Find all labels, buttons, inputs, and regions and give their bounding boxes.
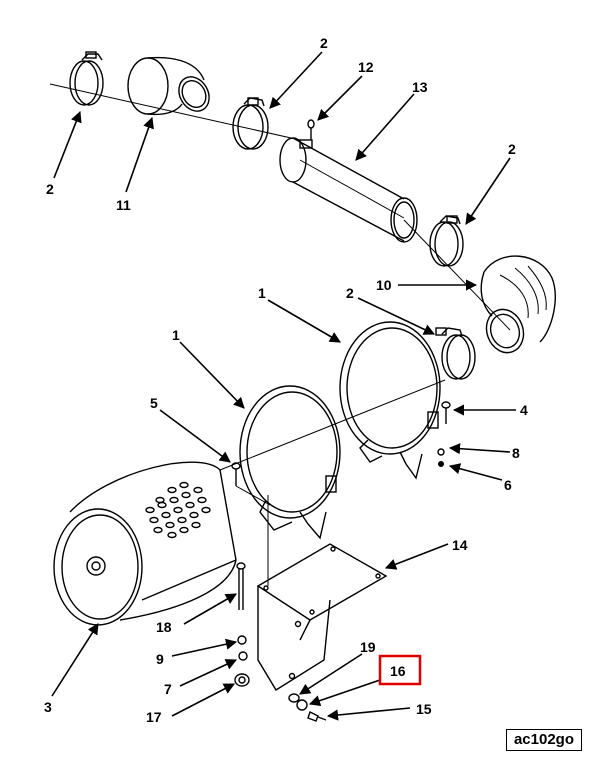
callout-1-lower: 1 (172, 327, 180, 343)
part-1-band-front (239, 385, 341, 540)
callout-6: 6 (504, 477, 512, 493)
part-14-mounting-bracket (256, 495, 388, 691)
part-7-nut (238, 651, 248, 661)
callout-2-top: 2 (320, 35, 328, 51)
callout-14: 14 (452, 537, 468, 553)
part-12-fitting (307, 119, 315, 140)
callout-7: 7 (164, 681, 172, 697)
centerline-upper (49, 83, 301, 141)
part-2-clamp-right (429, 215, 464, 267)
callout-9: 9 (156, 651, 164, 667)
callout-8: 8 (512, 445, 520, 461)
highlight-box (378, 654, 422, 686)
part-18-bolt (236, 562, 246, 610)
callout-1-upper: 1 (258, 285, 266, 301)
callout-19: 19 (360, 639, 376, 655)
callout-2-lower: 2 (346, 285, 354, 301)
callout-labels: 2 11 2 12 13 2 10 1 2 1 5 4 8 6 3 14 18 … (44, 35, 528, 725)
figure-code-label: ac102go (506, 729, 582, 751)
part-4-screw (441, 401, 451, 424)
part-10-elbow (480, 255, 556, 354)
callout-12: 12 (358, 59, 374, 75)
part-2-clamp-lower (435, 327, 476, 380)
leader-lines (51, 51, 516, 721)
callout-2-right: 2 (508, 141, 516, 157)
callout-5: 5 (150, 395, 158, 411)
part-13-intake-pipe (279, 137, 418, 243)
part-3-air-cleaner (53, 461, 237, 626)
part-5-screw (231, 462, 271, 506)
part-16-washer (296, 699, 308, 711)
callout-17: 17 (146, 709, 162, 725)
vent-holes (145, 481, 211, 539)
callout-13: 13 (412, 79, 428, 95)
part-8-washer (437, 448, 445, 456)
part-15-bolt (307, 711, 327, 722)
part-17-isolator (234, 673, 250, 687)
part-1-band-rear (339, 321, 441, 480)
part-19-spacer (288, 693, 300, 703)
part-6-nut (438, 461, 444, 467)
centerline-mid (403, 219, 511, 331)
callout-2-left: 2 (46, 181, 54, 197)
part-11-hose-elbow (127, 56, 210, 116)
callout-4: 4 (520, 402, 528, 418)
callout-18: 18 (156, 619, 172, 635)
callout-16: 16 (390, 663, 406, 679)
part-2-clamp-left (69, 51, 104, 106)
part-9-washer (237, 635, 247, 645)
callout-11: 11 (116, 197, 131, 213)
callout-15: 15 (416, 701, 432, 717)
callout-3: 3 (44, 699, 52, 715)
part-2-clamp-mid (232, 97, 269, 150)
callout-10: 10 (376, 277, 392, 293)
